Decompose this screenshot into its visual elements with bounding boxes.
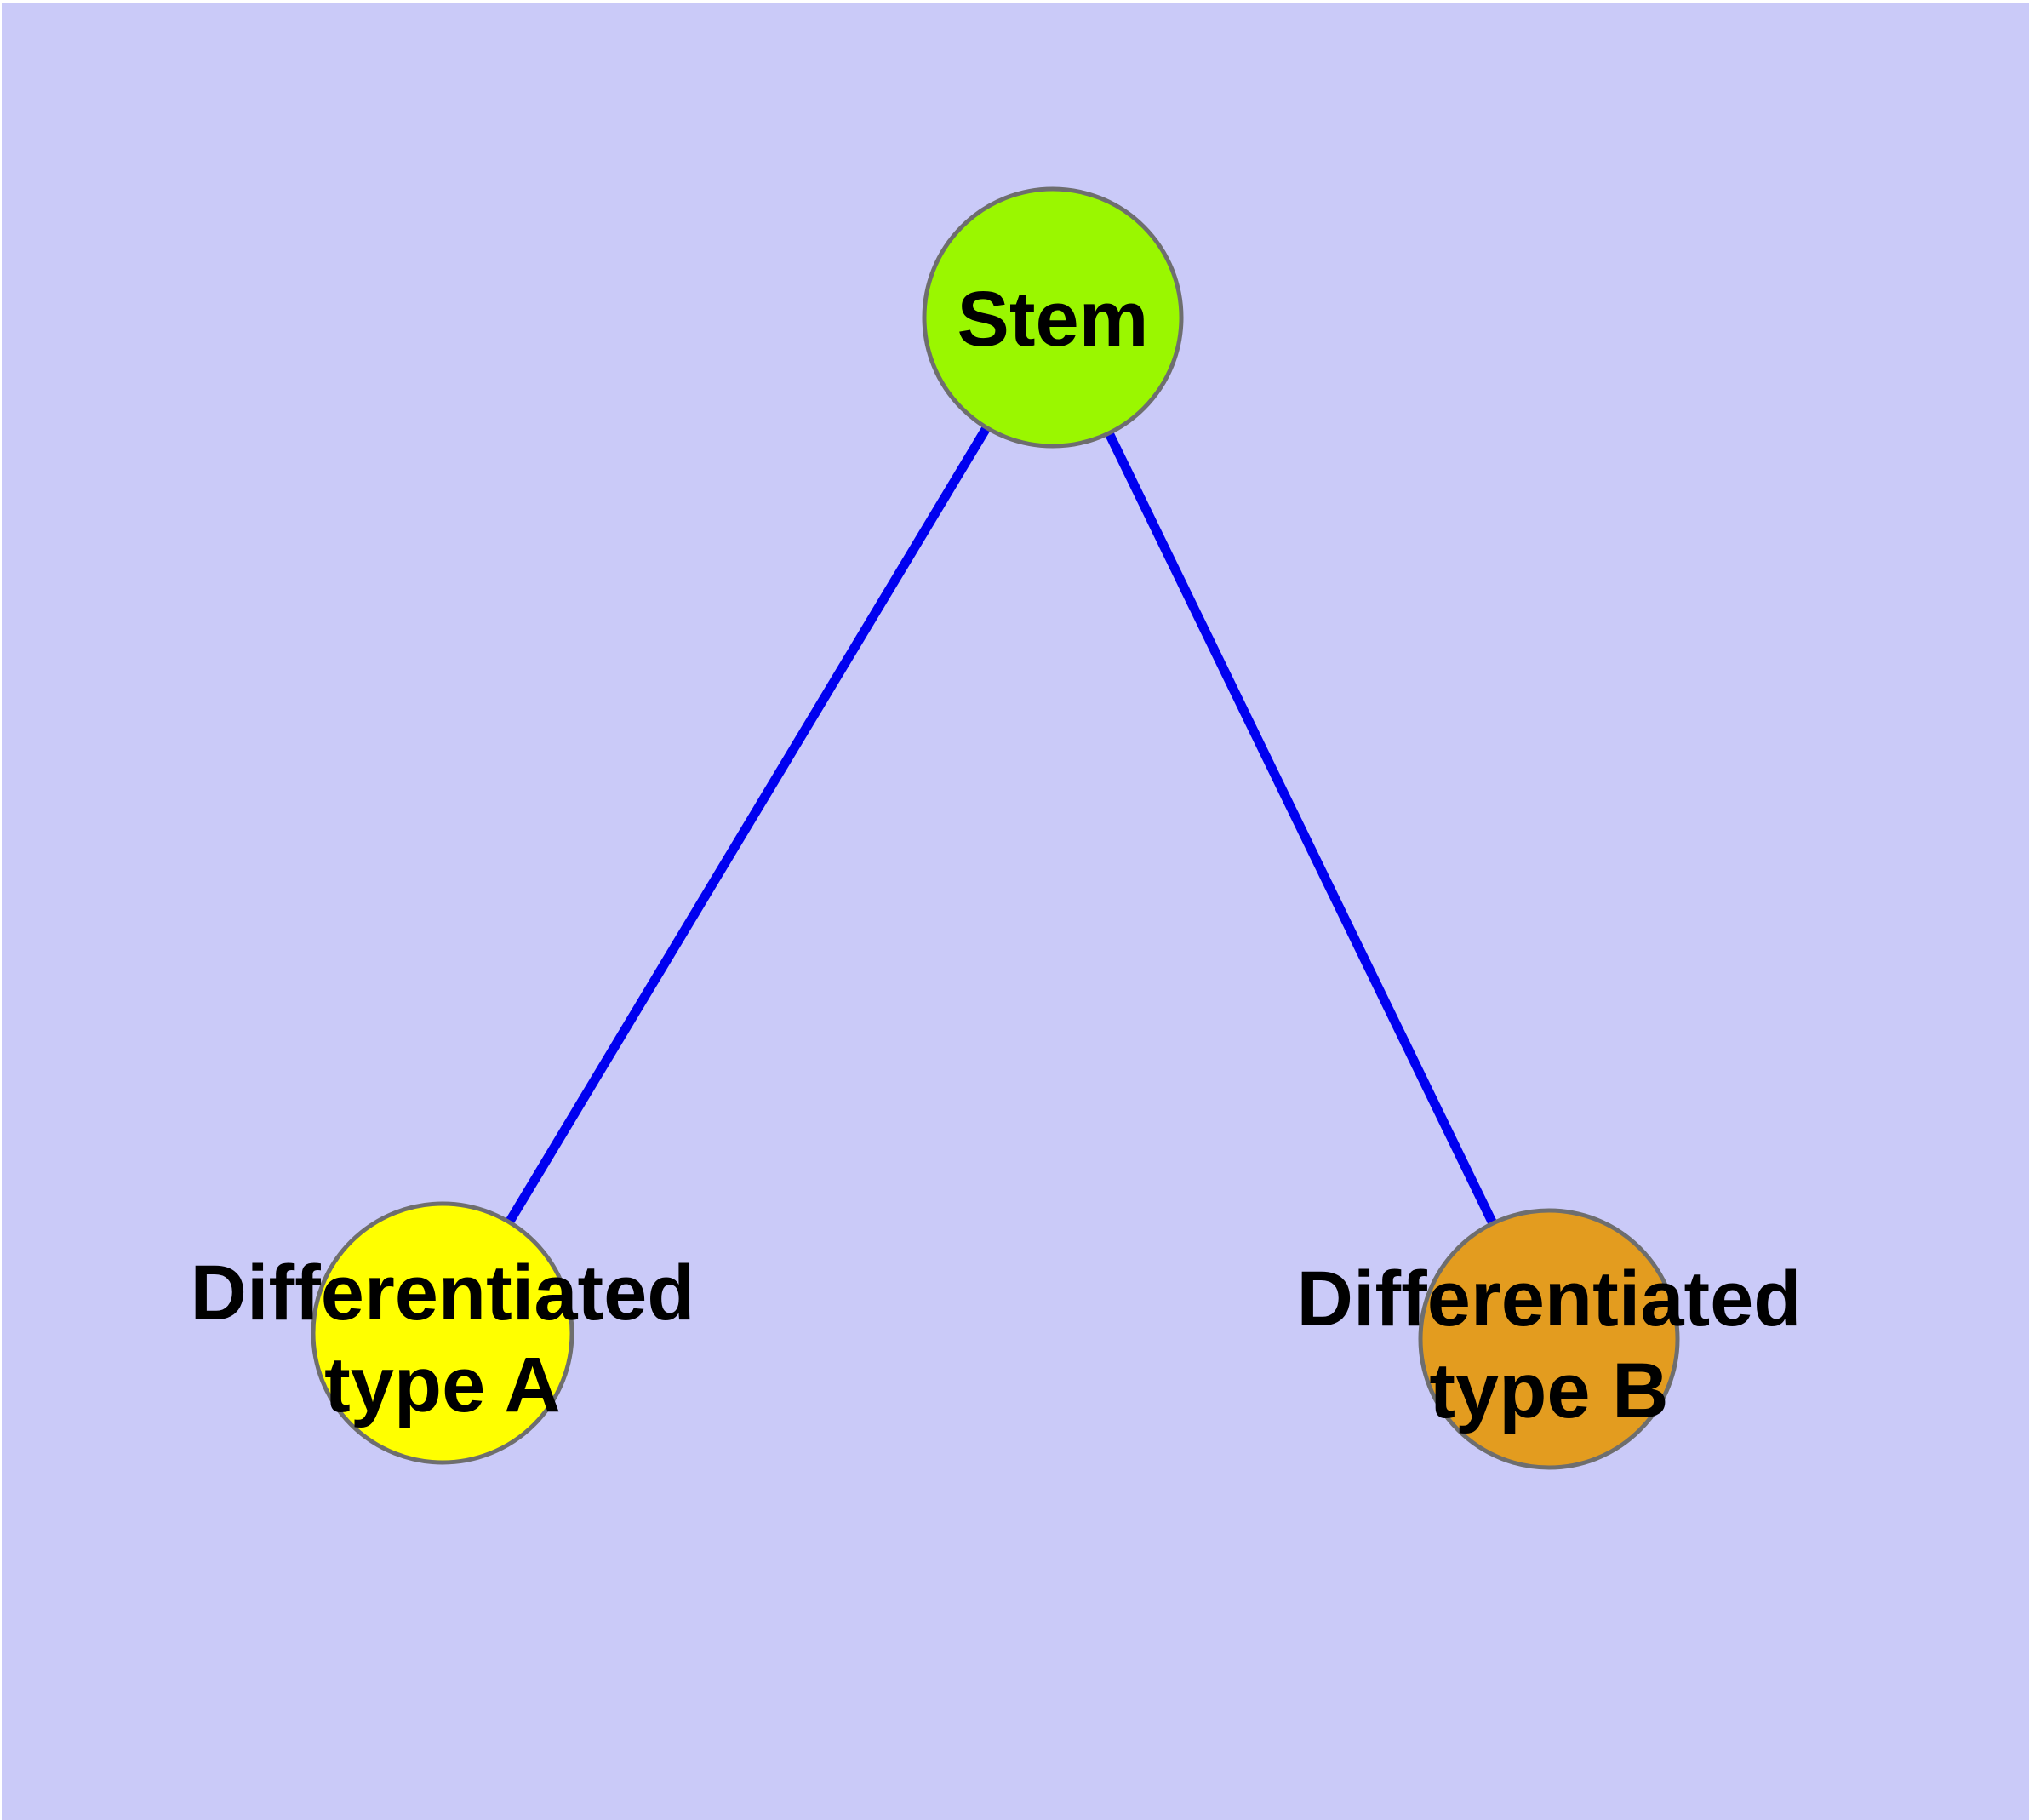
- window-border-top: [0, 0, 2029, 3]
- differentiated-type-b-label-line2: type B: [1429, 1348, 1668, 1434]
- edge-layer: [438, 315, 1553, 1342]
- node-differentiated-type-b[interactable]: Differentiated type B: [1297, 1208, 1802, 1470]
- differentiated-type-b-node-circle[interactable]: [1418, 1208, 1680, 1470]
- edge-stem-to-differentiated-type-b[interactable]: [1049, 315, 1553, 1342]
- differentiated-type-a-node-circle[interactable]: [311, 1201, 574, 1465]
- edge-stem-to-differentiated-type-a[interactable]: [438, 315, 1057, 1336]
- differentiated-type-a-label-line2: type A: [324, 1342, 561, 1428]
- stem-node-label: Stem: [957, 276, 1149, 363]
- stem-node-circle[interactable]: [922, 186, 1184, 449]
- node-stem[interactable]: Stem: [922, 186, 1184, 449]
- node-differentiated-type-a[interactable]: Differentiated type A: [191, 1201, 695, 1465]
- differentiated-type-b-label-line1: Differentiated: [1297, 1256, 1802, 1342]
- window-border-left: [0, 0, 2, 1820]
- differentiated-type-a-label-line1: Differentiated: [191, 1250, 695, 1336]
